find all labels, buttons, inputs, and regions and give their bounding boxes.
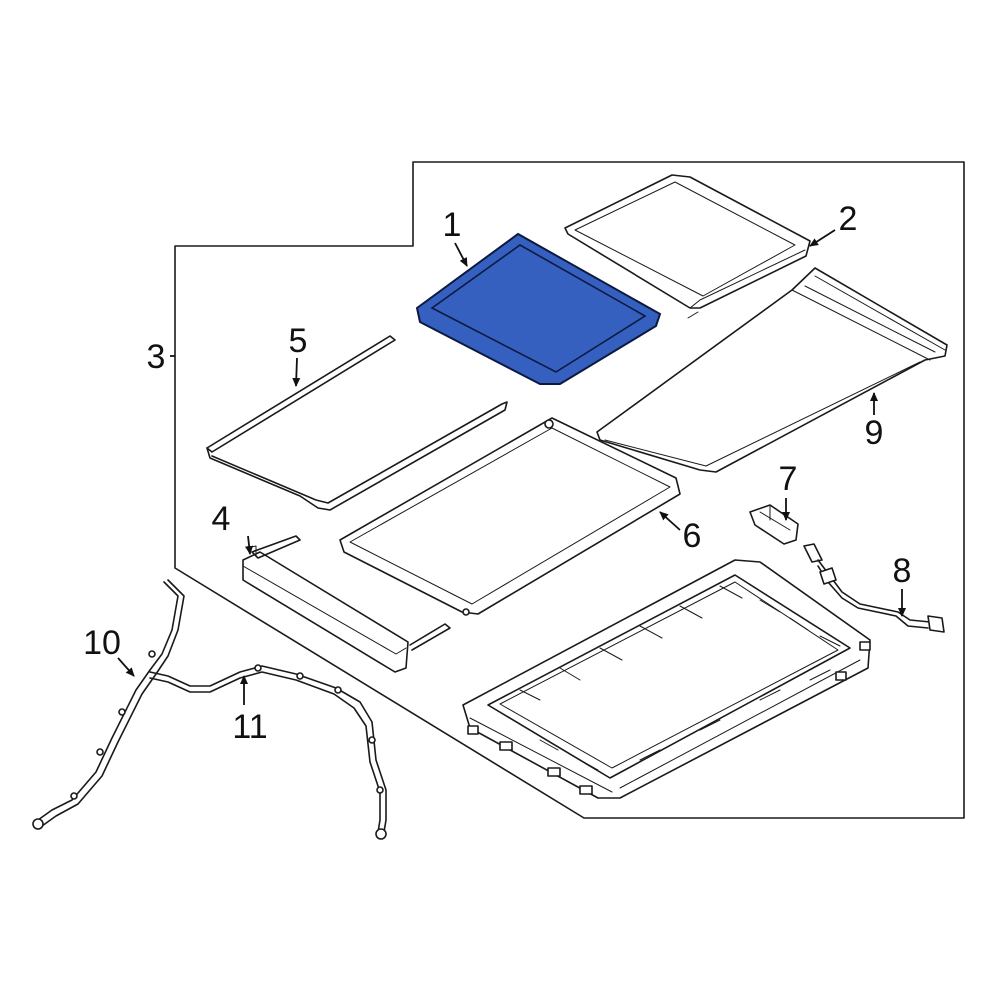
part-4-front-trim[interactable] — [242, 535, 451, 673]
callout-4: 4 — [212, 500, 231, 538]
assembly-boundary — [174, 161, 965, 819]
callout-9: 9 — [865, 414, 884, 452]
part-1-glass-panel-highlighted[interactable] — [415, 232, 662, 385]
callout-6: 6 — [683, 517, 702, 555]
part-2-rear-glass-panel[interactable] — [564, 174, 811, 319]
part-11-drain-hose[interactable] — [149, 664, 387, 840]
part-5-seal-strip[interactable] — [206, 335, 508, 511]
callout-7: 7 — [779, 460, 798, 498]
callout-1: 1 — [443, 206, 462, 244]
part-8-harness[interactable] — [803, 543, 945, 633]
part-9-sunshade[interactable] — [596, 267, 948, 473]
callout-3: 3 — [147, 338, 166, 376]
sunroof-frame[interactable] — [462, 559, 871, 799]
part-10-drain-hose[interactable] — [32, 579, 185, 830]
part-7-motor-connector[interactable] — [749, 504, 799, 545]
leader-lines — [117, 229, 906, 705]
part-6-glass-seal[interactable] — [339, 417, 681, 616]
callout-5: 5 — [289, 322, 308, 360]
callout-11: 11 — [232, 708, 267, 746]
callout-10: 10 — [83, 624, 121, 662]
callout-2: 2 — [839, 200, 858, 238]
callout-8: 8 — [893, 552, 912, 590]
